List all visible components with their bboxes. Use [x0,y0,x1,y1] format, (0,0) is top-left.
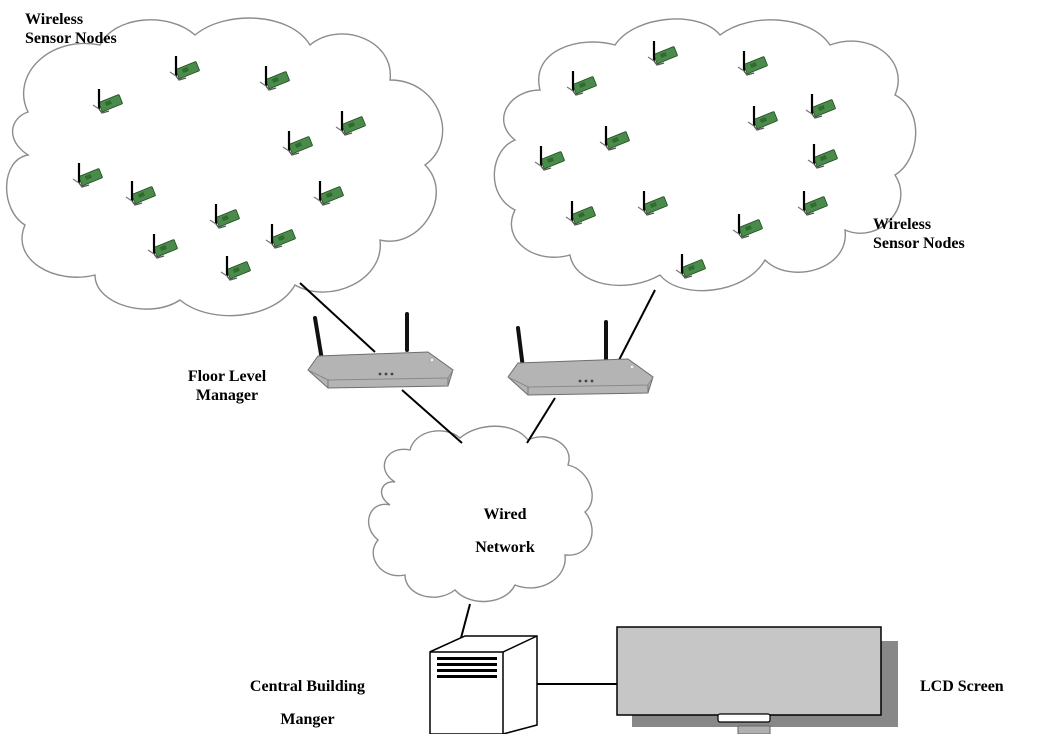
label-floor-level-manager: Floor Level Manager [187,368,267,404]
sensor-cloud-right [493,18,917,292]
label-wireless-sensor-nodes-right: Wireless Sensor Nodes [873,216,965,252]
wired-network-cloud [367,425,593,603]
lcd-monitor-icon [616,626,898,734]
sensor-cloud-left [5,17,444,317]
label-wired-network: Wired Network [475,506,535,556]
label-lcd-screen: LCD Screen [920,678,1004,695]
wireless-router-icon [307,351,454,389]
second-floor-router [507,320,654,396]
label-central-building-manager: Central Building Manger [249,678,366,728]
floor-level-manager-router [307,312,454,389]
server-tower-icon [429,635,538,734]
label-wireless-sensor-nodes-left: Wireless Sensor Nodes [25,11,117,47]
wireless-router-icon [507,358,654,396]
